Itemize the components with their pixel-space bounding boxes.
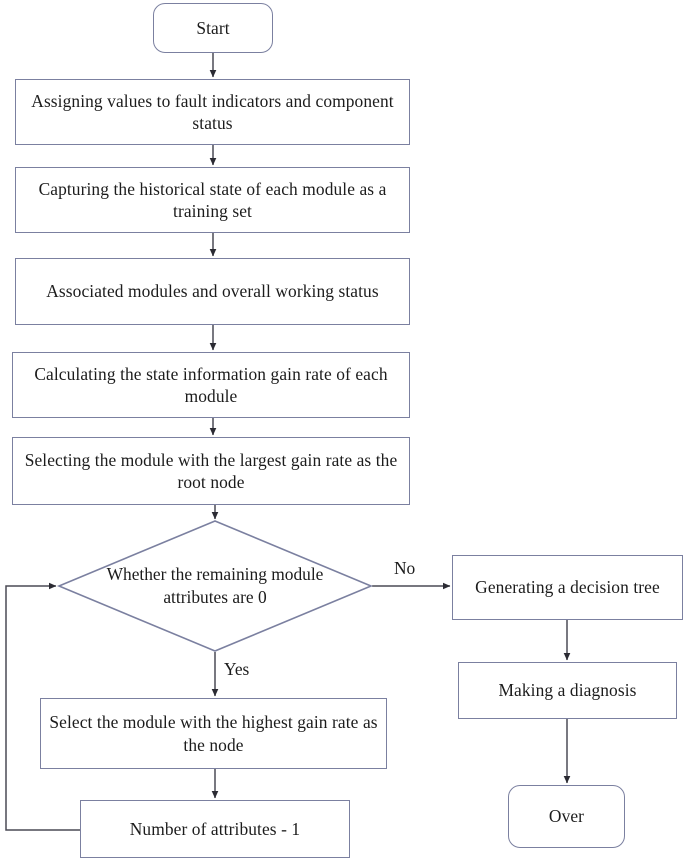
node-select-highest-gain-rate-label: Select the module with the highest gain … [49,712,378,755]
node-start-label: Start [196,17,230,38]
node-over-label: Over [548,806,585,827]
node-number-of-attributes-minus-one-label: Number of attributes - 1 [129,818,301,839]
node-calculating-gain-rate[interactable]: Calculating the state information gain r… [12,352,410,418]
node-assigning-values-label: Assigning values to fault indicators and… [31,90,394,133]
diamond-shape [56,520,374,652]
node-assigning-values[interactable]: Assigning values to fault indicators and… [15,79,410,145]
node-select-highest-gain-rate[interactable]: Select the module with the highest gain … [40,698,387,769]
node-associated-modules[interactable]: Associated modules and overall working s… [15,258,410,325]
node-start[interactable]: Start [153,3,273,53]
node-decision-remaining-attributes-label: Whether the remaining module attributes … [106,564,324,607]
node-over[interactable]: Over [508,785,625,848]
node-calculating-gain-rate-label: Calculating the state information gain r… [34,363,388,406]
node-making-a-diagnosis[interactable]: Making a diagnosis [458,662,677,719]
node-decision-remaining-attributes[interactable]: Whether the remaining module attributes … [56,520,374,652]
node-capturing-historical-state-label: Capturing the historical state of each m… [38,178,387,221]
edge-label-yes: Yes [224,659,250,679]
node-generating-decision-tree-label: Generating a decision tree [475,577,660,598]
node-associated-modules-label: Associated modules and overall working s… [46,281,379,302]
node-generating-decision-tree[interactable]: Generating a decision tree [452,555,683,620]
node-number-of-attributes-minus-one[interactable]: Number of attributes - 1 [80,800,350,858]
edge-label-no: No [394,558,416,578]
node-making-a-diagnosis-label: Making a diagnosis [498,680,637,701]
node-capturing-historical-state[interactable]: Capturing the historical state of each m… [15,167,410,233]
node-selecting-root-node[interactable]: Selecting the module with the largest ga… [12,437,410,505]
node-selecting-root-node-label: Selecting the module with the largest ga… [24,449,398,492]
